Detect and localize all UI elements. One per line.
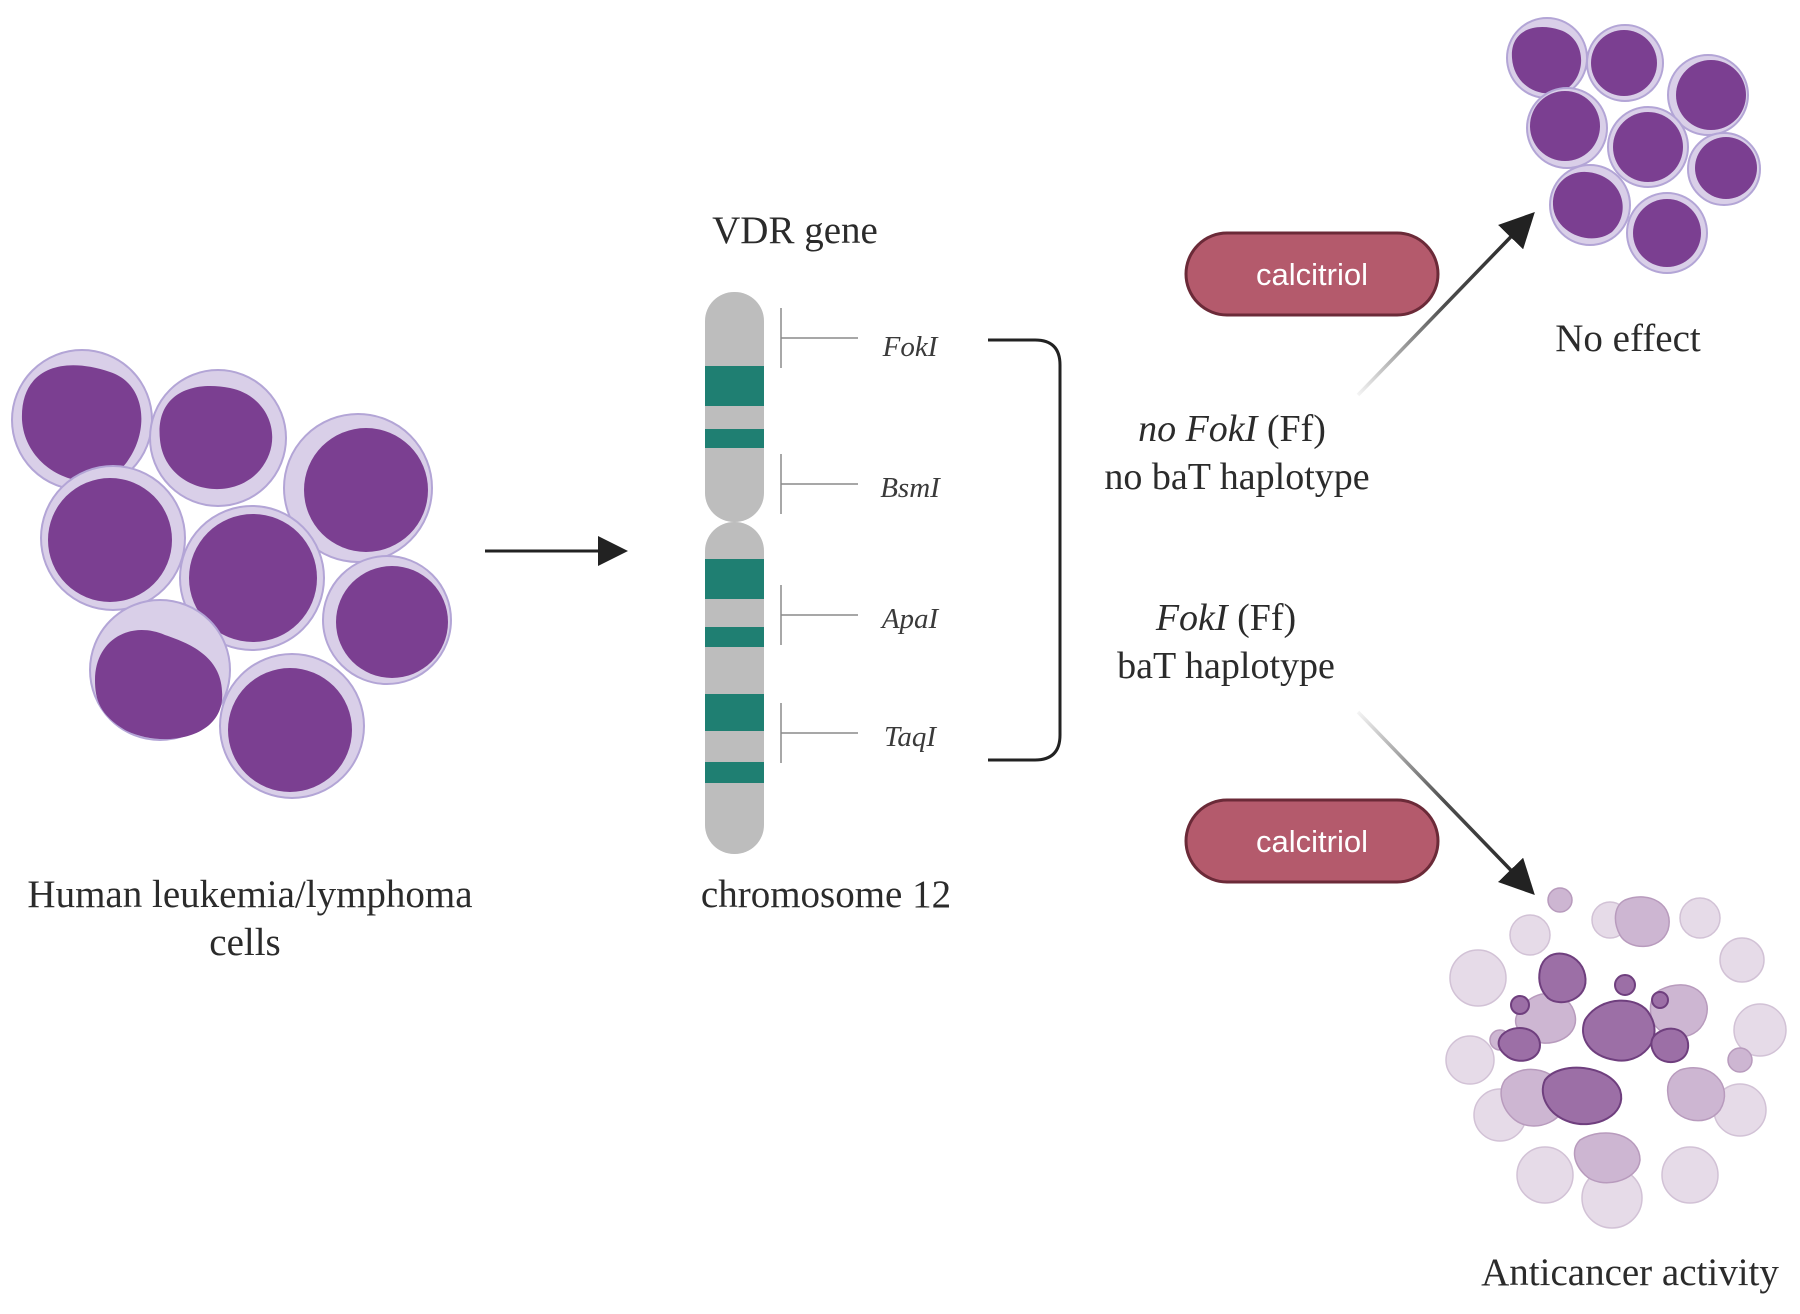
calcitriol-pill-upper [1184,231,1440,317]
calcitriol-label-upper: calcitriol [1256,257,1368,292]
chromosome-label: chromosome 12 [701,873,951,916]
intact-cell [1626,192,1708,274]
site-marker-foki [780,308,858,368]
cells-label-line2: cells [209,921,280,964]
intact-cell-cluster-icon [1506,17,1761,274]
intact-cell [1667,54,1749,136]
leukemia-cell [40,465,186,611]
condition-lower-line2: baT haplotype [1117,645,1335,687]
site-marker-apai [780,585,858,645]
site-bracket [988,338,1062,762]
intact-cell [1586,24,1664,102]
intact-cell [1549,164,1631,246]
condition-upper-italic: no FokI [1138,408,1260,450]
leukemia-cell [149,369,287,507]
leukemia-cell [11,349,153,491]
gene-label: VDR gene [712,209,878,252]
intact-cell [1526,87,1608,169]
site-label-bsmi: BsmI [880,472,941,504]
calcitriol-pill-lower [1184,798,1440,884]
site-label-apai: ApaI [880,603,940,635]
site-marker-bsmi [780,454,858,514]
intact-cell [1687,132,1761,206]
chromosome-icon [705,292,764,854]
leukemia-cell-cluster-icon [11,349,452,799]
arrow-to-anticancer [1356,710,1535,896]
site-label-taqi: TaqI [884,721,937,753]
site-marker-taqi [780,703,858,763]
condition-lower-italic: FokI [1155,597,1230,639]
leukemia-cell [179,505,325,651]
intact-cell [1607,106,1689,188]
condition-upper-suffix: (Ff) [1267,408,1326,450]
intact-cell [1506,17,1588,99]
no-effect-label: No effect [1555,317,1701,360]
condition-lower-suffix: (Ff) [1237,597,1296,639]
anticancer-label: Anticancer activity [1481,1251,1779,1294]
calcitriol-label-lower: calcitriol [1256,824,1368,859]
arrow-to-no-effect [1356,211,1535,397]
condition-lower-line1: FokI (Ff) [1155,597,1296,639]
leukemia-cell [283,413,433,563]
condition-upper-line2: no baT haplotype [1104,456,1369,498]
leukemia-cell [89,599,231,741]
condition-upper-line1: no FokI (Ff) [1138,408,1326,450]
site-label-foki: FokI [882,331,939,363]
apoptotic-cells-icon [1445,887,1787,1229]
leukemia-cell [219,653,365,799]
leukemia-cell [322,555,452,685]
cells-label-line1: Human leukemia/lymphoma [27,873,472,916]
